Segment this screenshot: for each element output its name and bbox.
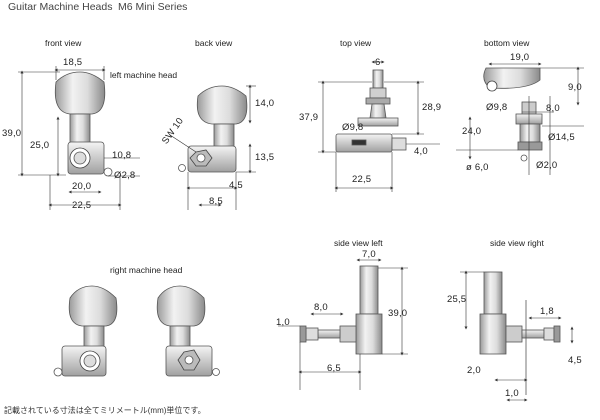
top-dim-post: Ø9,8 [342, 122, 364, 133]
front-view-drawing [54, 71, 113, 177]
side-right-dim-shaft: 4,5 [568, 355, 582, 366]
side-right-title: side view right [490, 238, 544, 248]
side-left-dim-top: 7,0 [362, 249, 376, 260]
front-dim-d4: 22,5 [72, 200, 92, 211]
right-head-front-drawing [53, 285, 118, 377]
side-left-dim-shaft: 1,0 [276, 317, 290, 328]
front-dim-button-width: 18,5 [63, 57, 83, 68]
back-dim-h1: 14,0 [255, 98, 275, 109]
side-right-dim-h: 25,5 [447, 294, 467, 305]
front-view-title: front view [45, 38, 82, 48]
bottom-dim-h2: 24,0 [462, 126, 482, 137]
front-dim-d2: Ø2,8 [114, 170, 136, 181]
side-right-dim-base: 2,0 [467, 365, 481, 376]
front-dim-total-height: 39,0 [2, 128, 22, 139]
back-view-title: back view [195, 38, 233, 48]
left-head-title: left machine head [110, 70, 178, 80]
bottom-view-drawing [483, 67, 543, 162]
side-left-drawing [299, 265, 383, 355]
bottom-dim-h1: 9,0 [568, 82, 582, 93]
bottom-dim-w2: 8,0 [546, 103, 560, 114]
front-dim-d3: 20,0 [72, 181, 92, 192]
bottom-dim-width-top: 19,0 [510, 52, 530, 63]
side-left-dim-h: 39,0 [388, 308, 408, 319]
side-right-dim-w: 1,8 [540, 306, 554, 317]
bottom-dim-nut: Ø14,5 [548, 132, 575, 143]
right-head-title: right machine head [110, 265, 183, 275]
side-right-dim-bottom: 1,0 [505, 388, 519, 399]
front-dim-d1: 10,8 [112, 150, 132, 161]
bottom-dim-hole: Ø2,0 [536, 160, 558, 171]
series-title: M6 Mini Series [118, 1, 188, 13]
bottom-dim-base: ø 6,0 [466, 162, 489, 173]
back-dim-h2: 13,5 [255, 152, 275, 163]
top-dim-width: 22,5 [352, 174, 372, 185]
top-view-drawing [335, 69, 407, 153]
page-title: Guitar Machine Heads [8, 1, 113, 13]
top-view-title: top view [340, 38, 372, 48]
side-left-dim-base: 6,5 [327, 363, 341, 374]
top-dim-width-top: 6 [375, 57, 381, 68]
back-view-drawing [178, 85, 248, 173]
side-right-drawing [479, 271, 561, 395]
bottom-view-title: bottom view [484, 38, 530, 48]
top-dim-h-right: 28,9 [422, 102, 442, 113]
top-dim-gap: 4,0 [414, 146, 428, 157]
side-left-dim-w: 8,0 [314, 302, 328, 313]
top-dim-h-left: 37,9 [299, 112, 319, 123]
units-note: 記載されている寸法は全てミリメートル(mm)単位です。 [4, 406, 206, 415]
back-dim-w2: 8,5 [209, 196, 223, 207]
right-head-back-drawing [156, 285, 220, 377]
back-dim-w1: 4,5 [229, 180, 243, 191]
side-left-title: side view left [334, 238, 383, 248]
bottom-dim-post: Ø9,8 [486, 102, 508, 113]
front-dim-post-height: 25,0 [30, 140, 50, 151]
